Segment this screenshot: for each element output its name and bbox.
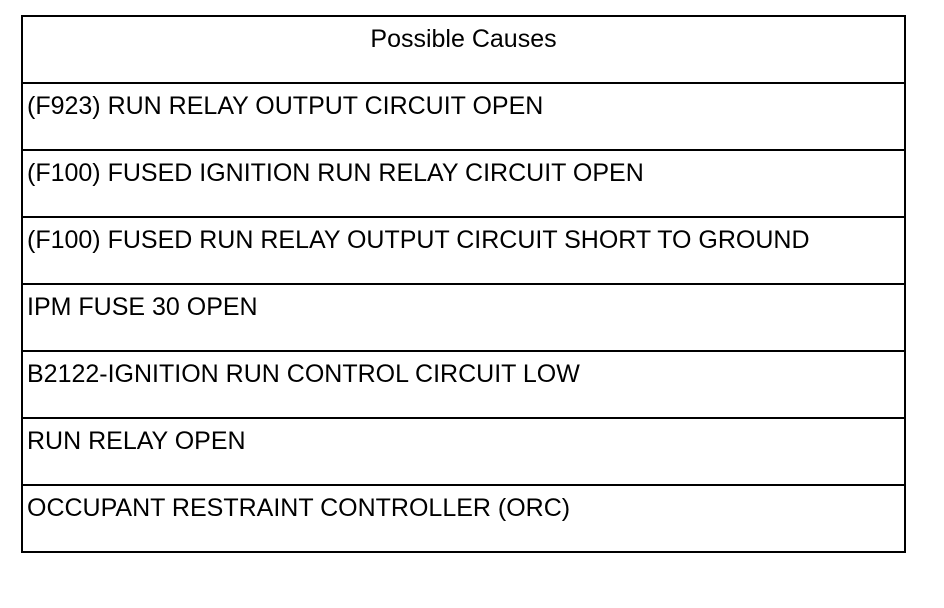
cause-cell: (F923) RUN RELAY OUTPUT CIRCUIT OPEN bbox=[21, 82, 906, 151]
cause-cell: B2122-IGNITION RUN CONTROL CIRCUIT LOW bbox=[21, 350, 906, 419]
table-row: (F100) FUSED RUN RELAY OUTPUT CIRCUIT SH… bbox=[21, 216, 906, 285]
table-row: (F100) FUSED IGNITION RUN RELAY CIRCUIT … bbox=[21, 149, 906, 218]
table-header-possible-causes: Possible Causes bbox=[21, 15, 906, 84]
table-row: B2122-IGNITION RUN CONTROL CIRCUIT LOW bbox=[21, 350, 906, 419]
cause-cell: (F100) FUSED IGNITION RUN RELAY CIRCUIT … bbox=[21, 149, 906, 218]
possible-causes-table: Possible Causes (F923) RUN RELAY OUTPUT … bbox=[21, 15, 906, 553]
cause-cell: OCCUPANT RESTRAINT CONTROLLER (ORC) bbox=[21, 484, 906, 553]
cause-cell: (F100) FUSED RUN RELAY OUTPUT CIRCUIT SH… bbox=[21, 216, 906, 285]
cause-cell: IPM FUSE 30 OPEN bbox=[21, 283, 906, 352]
table-row: RUN RELAY OPEN bbox=[21, 417, 906, 486]
table-row: (F923) RUN RELAY OUTPUT CIRCUIT OPEN bbox=[21, 82, 906, 151]
table-row: IPM FUSE 30 OPEN bbox=[21, 283, 906, 352]
table-header-row: Possible Causes bbox=[21, 15, 906, 84]
cause-cell: RUN RELAY OPEN bbox=[21, 417, 906, 486]
table-row: OCCUPANT RESTRAINT CONTROLLER (ORC) bbox=[21, 484, 906, 553]
